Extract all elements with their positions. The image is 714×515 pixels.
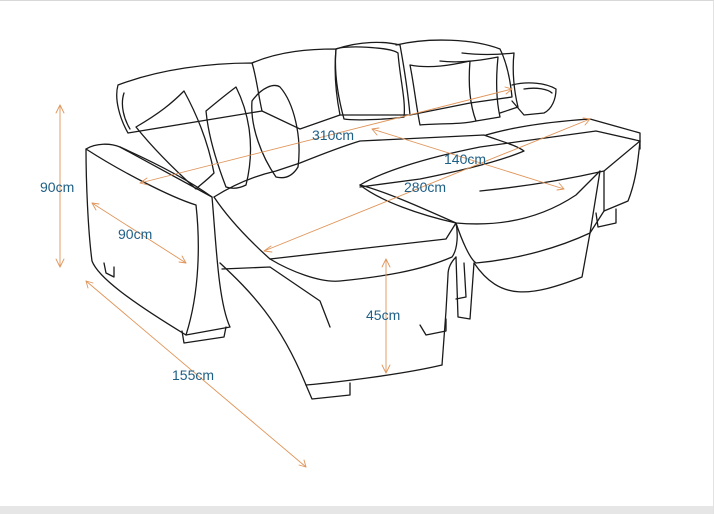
label-seat-height-45cm: 45cm <box>366 307 401 323</box>
main-seat <box>213 134 525 400</box>
dim-line-seat-width <box>263 118 591 252</box>
label-chaise-length-155cm: 155cm <box>172 367 215 383</box>
dim-line-chaise-length <box>85 280 307 468</box>
left-armrest <box>85 143 231 344</box>
dim-line-chaise-width <box>371 128 565 190</box>
label-total-width-310cm: 310cm <box>312 127 355 143</box>
chaise-section <box>359 82 641 320</box>
label-seat-width-280cm: 280cm <box>404 179 447 195</box>
dim-arrow <box>55 258 65 268</box>
dim-arrow <box>55 104 65 114</box>
dim-line-total-width <box>139 88 513 184</box>
label-armrest-90cm: 90cm <box>118 226 153 242</box>
label-height-90cm: 90cm <box>40 179 75 195</box>
dimension-lines <box>55 86 591 468</box>
back-cushions <box>116 39 513 134</box>
dim-line-armrest <box>91 202 187 264</box>
label-chaise-width-140cm: 140cm <box>444 151 487 167</box>
scatter-cushions <box>135 52 519 190</box>
bottom-band <box>0 506 713 514</box>
